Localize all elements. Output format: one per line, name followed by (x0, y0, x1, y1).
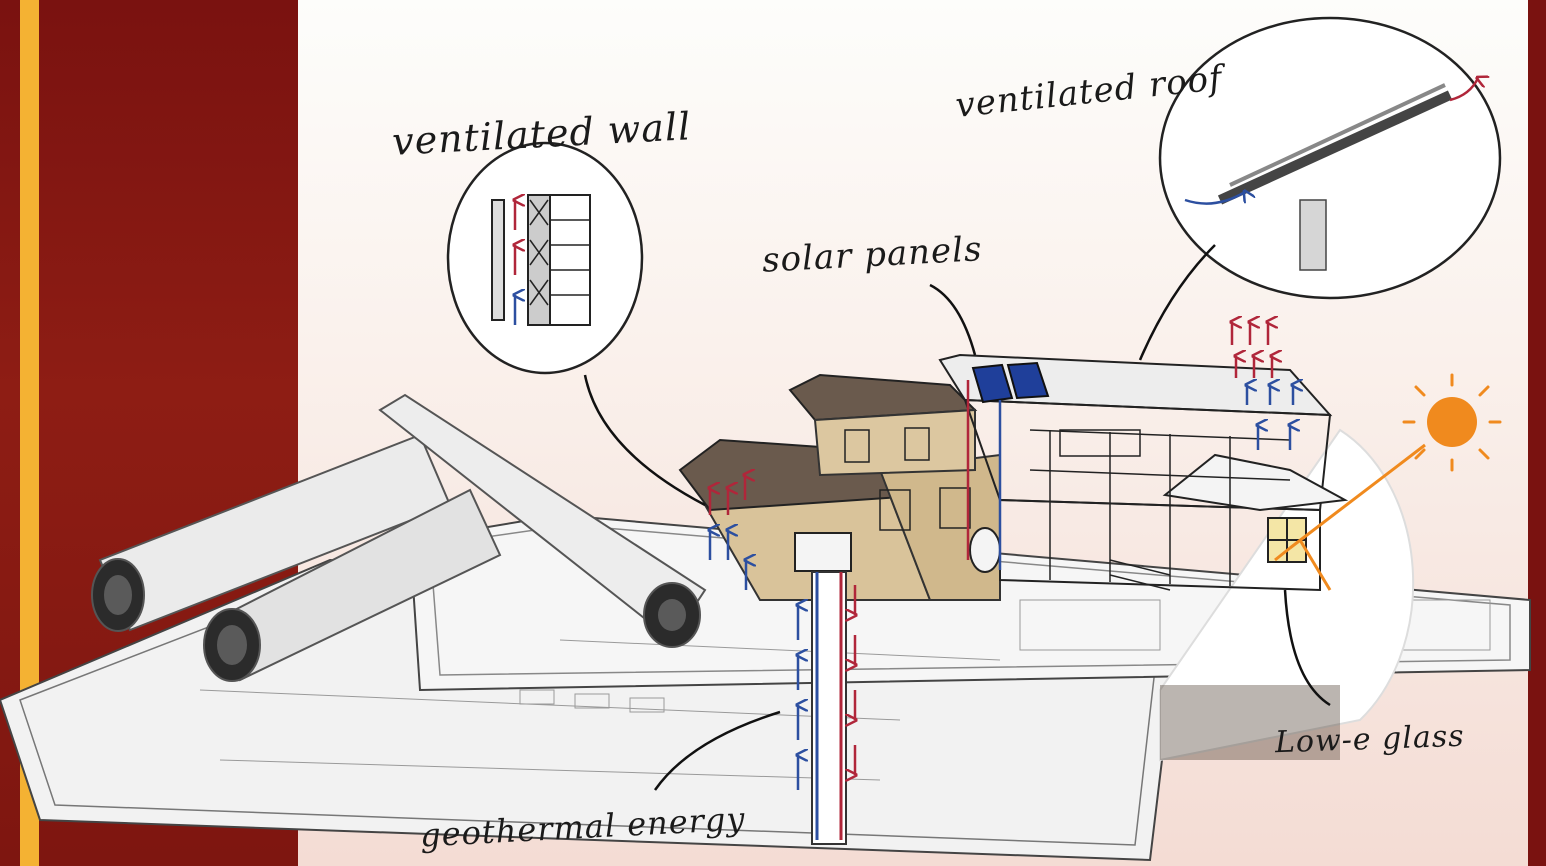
geothermal-pipe (812, 572, 846, 844)
low-e-glass-label: Low-e glass (1274, 719, 1465, 761)
wall-detail-circle (448, 143, 642, 373)
